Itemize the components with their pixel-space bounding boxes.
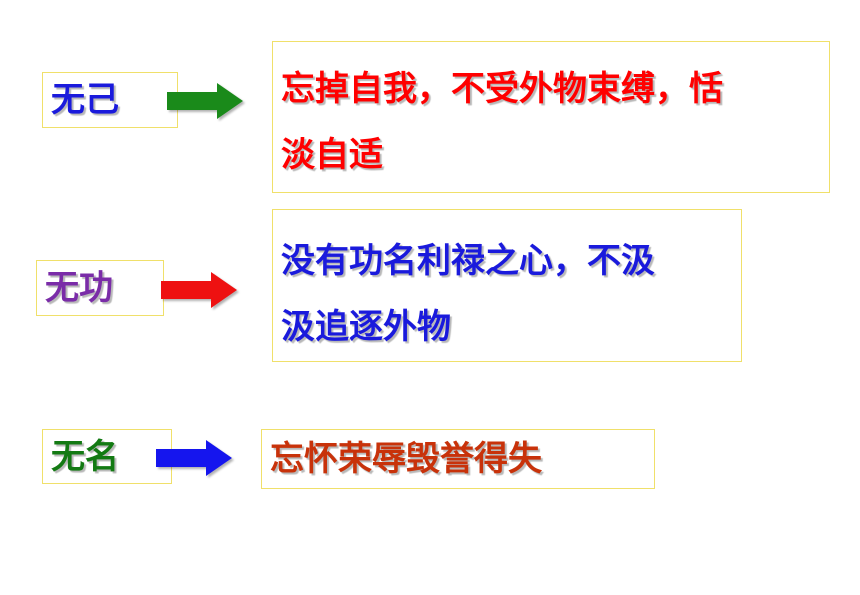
term-label: 无己 — [51, 80, 119, 120]
description-line: 汲追逐外物 — [281, 307, 451, 347]
description-line: 忘怀荣辱毁誉得失 — [270, 439, 542, 479]
term-label: 无功 — [45, 268, 113, 308]
description-box-wuming: 忘怀荣辱毁誉得失 — [261, 429, 655, 489]
description-line: 忘掉自我，不受外物束缚，恬 — [281, 69, 723, 109]
description-box-wuji: 忘掉自我，不受外物束缚，恬 淡自适 — [272, 41, 830, 193]
term-box-wuming: 无名 — [42, 429, 172, 484]
description-line: 没有功名利禄之心，不汲 — [281, 241, 655, 281]
term-box-wuji: 无己 — [42, 72, 178, 128]
term-label: 无名 — [51, 436, 119, 477]
term-box-wugong: 无功 — [36, 260, 164, 316]
arrow-right-icon — [156, 440, 232, 476]
description-box-wugong: 没有功名利禄之心，不汲 汲追逐外物 — [272, 209, 742, 362]
arrow-right-icon — [161, 272, 237, 308]
arrow-right-icon — [167, 83, 243, 119]
description-line: 淡自适 — [281, 135, 383, 175]
